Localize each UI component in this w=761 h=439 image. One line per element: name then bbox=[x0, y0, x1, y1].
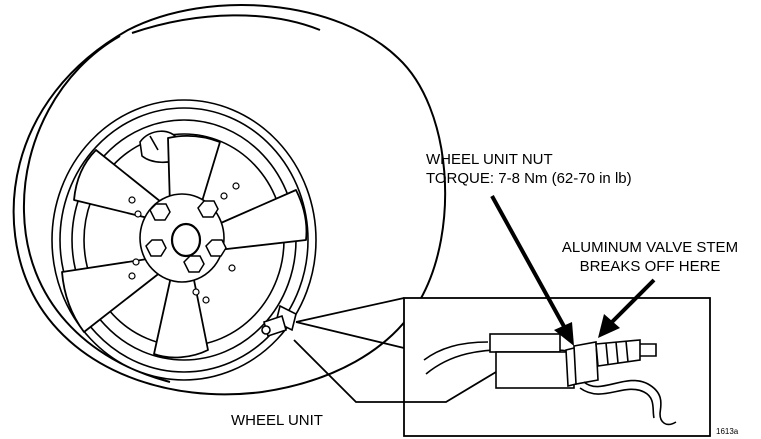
rim-bolt-holes bbox=[128, 182, 240, 304]
inset-wheel-unit-detail bbox=[423, 333, 677, 426]
lug-nuts bbox=[145, 200, 227, 273]
wheel-unit-nut-torque: TORQUE: 7-8 Nm (62-70 in lb) bbox=[426, 170, 632, 187]
wheel-unit-nut-title: WHEEL UNIT NUT bbox=[426, 151, 553, 168]
arrow-valve-stem-break-point bbox=[598, 278, 656, 338]
wheel-unit-nut-label: WHEEL UNIT NUT TORQUE: 7-8 Nm (62-70 in … bbox=[426, 150, 632, 188]
valve-stem-label: ALUMINUM VALVE STEM BREAKS OFF HERE bbox=[542, 238, 758, 276]
wheel-unit-label: WHEEL UNIT bbox=[231, 412, 323, 429]
wheel-unit-leader bbox=[293, 339, 497, 403]
wheel-valve-stem bbox=[261, 304, 297, 338]
callout-wedge bbox=[295, 297, 405, 349]
valve-stem-title: ALUMINUM VALVE STEM bbox=[561, 239, 739, 256]
valve-stem-note: BREAKS OFF HERE bbox=[579, 258, 721, 275]
arrow-wheel-unit-nut bbox=[490, 195, 574, 346]
wheel-spokes bbox=[61, 135, 308, 359]
figure-number: 1613a bbox=[716, 427, 739, 436]
